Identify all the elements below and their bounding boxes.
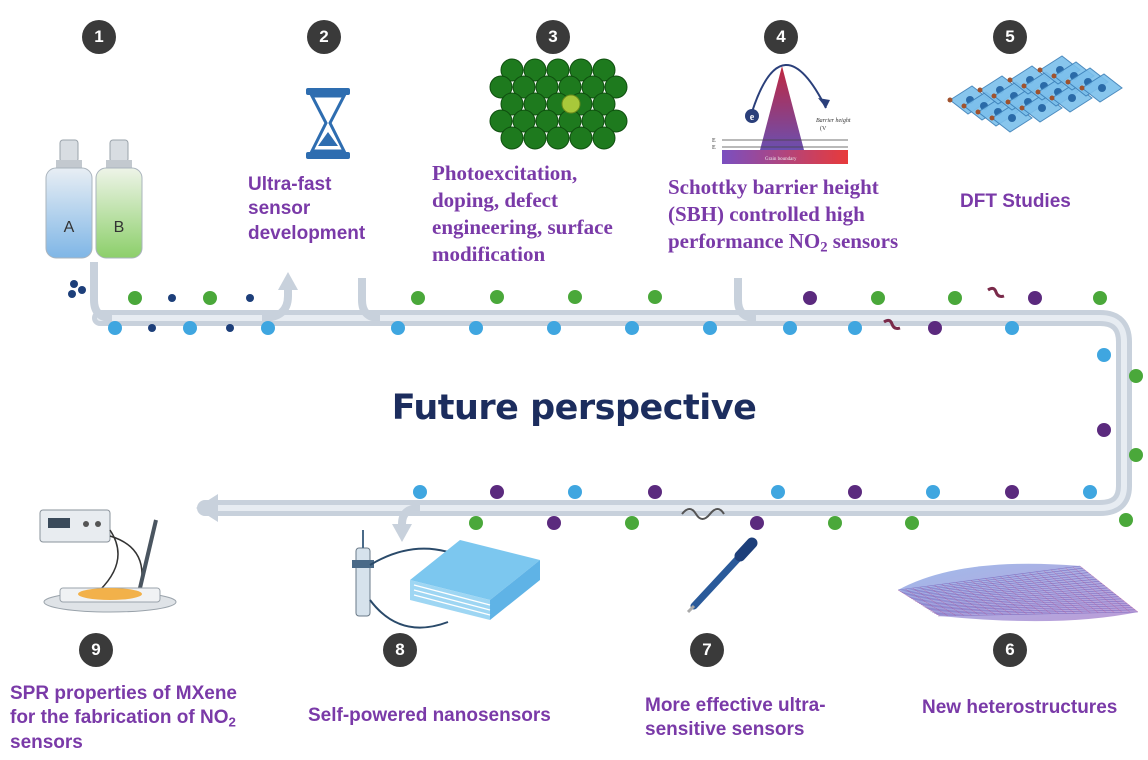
bottle-b-label: B xyxy=(114,219,125,236)
reagent-bottles-icon: A B xyxy=(45,139,143,298)
svg-text:E: E xyxy=(712,138,716,144)
svg-text:E: E xyxy=(712,145,716,151)
step-8-badge: 8 xyxy=(383,633,417,667)
step-9-badge: 9 xyxy=(79,633,113,667)
particles-top xyxy=(128,286,1107,305)
svg-text:(V: (V xyxy=(820,125,827,132)
bottle-a-label: A xyxy=(64,219,75,236)
particles-inner-top xyxy=(108,318,1019,335)
nanosensor-device-icon xyxy=(352,530,540,629)
step-9-label: SPR properties of MXene for the fabricat… xyxy=(10,683,237,753)
step-4-label: Schottky barrier height (SBH) controlled… xyxy=(668,175,899,256)
step-3-label: Photoexcitation, doping, defect engineer… xyxy=(432,161,613,266)
particles-bottom xyxy=(413,485,1097,530)
step-2-label: Ultra-fast sensor development xyxy=(248,174,366,244)
step-7-label: More effective ultra- sensitive sensors xyxy=(645,695,826,741)
step-7-badge: 7 xyxy=(690,633,724,667)
electron-label: e xyxy=(750,112,755,123)
sensor-probe-icon xyxy=(686,537,758,614)
schottky-barrier-icon: e E E Barrier height (V Grain boundary xyxy=(712,64,851,164)
particles-right xyxy=(1097,348,1143,527)
heterostructure-sheet-icon xyxy=(897,563,1139,622)
center-title: Future perspective xyxy=(391,388,757,428)
step-6-label: New heterostructures xyxy=(922,697,1118,718)
svg-text:Grain boundary: Grain boundary xyxy=(765,157,797,162)
feeder-pipe-4 xyxy=(734,278,757,322)
feeder-pipe-3 xyxy=(358,278,381,322)
flow-pipe-highlight xyxy=(97,315,1127,511)
step-6-badge: 6 xyxy=(993,633,1027,667)
step-3-badge: 3 xyxy=(536,20,570,54)
doped-lattice-icon xyxy=(489,58,628,150)
flow-arrowhead-left xyxy=(196,494,218,522)
spr-instrument-icon xyxy=(39,509,177,613)
crystal-structure-icon xyxy=(947,55,1123,133)
hourglass-icon xyxy=(306,88,350,159)
feeder-pipe-1 xyxy=(90,262,113,322)
feeder-arrow-8-icon xyxy=(392,524,412,542)
feeder-pipe-8-down xyxy=(398,504,421,528)
feeder-arrow-2-icon xyxy=(278,272,298,290)
step-1-badge: 1 xyxy=(82,20,116,54)
step-5-label: DFT Studies xyxy=(960,191,1071,212)
svg-text:Barrier height: Barrier height xyxy=(816,118,851,124)
step-2-badge: 2 xyxy=(307,20,341,54)
step-4-badge: 4 xyxy=(764,20,798,54)
step-5-badge: 5 xyxy=(993,20,1027,54)
step-8-label: Self-powered nanosensors xyxy=(308,705,551,726)
feeder-pipe-2-up xyxy=(261,288,292,322)
